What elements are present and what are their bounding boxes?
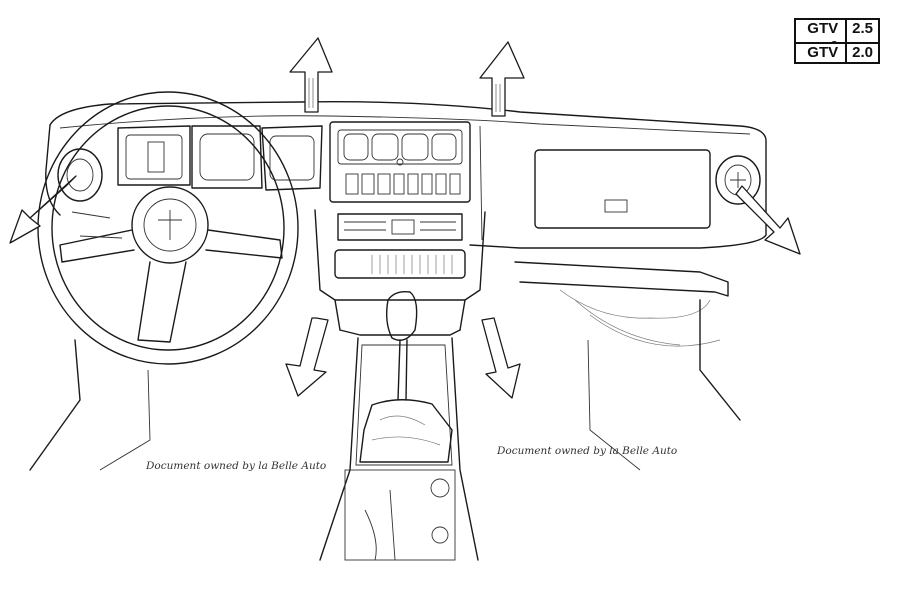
gear-lever [397,339,401,401]
watermark-left: Document owned by la Belle Auto [146,460,327,472]
left-side-vent[interactable] [57,148,103,202]
air-vent-arrow-icon [289,37,333,113]
steering-wheel-emblem-icon [158,210,182,240]
air-vent-arrow-icon [285,317,329,397]
transmission-tunnel [319,290,479,561]
floor-outline [29,299,741,471]
model-engine: 2.0 [852,44,873,61]
center-console [314,121,486,331]
model-engine: 2.5 [852,20,873,37]
air-vent-arrow-icon [479,41,525,117]
steering-wheel[interactable] [37,91,299,365]
air-vent-arrow-icon [9,175,77,244]
air-vent-arrow-icon [481,317,521,399]
gear-boot [359,399,453,463]
dashboard-outline [45,101,767,347]
gear-knob-icon[interactable] [385,290,418,341]
model-name: GTV [796,44,848,62]
instrument-cluster [117,125,323,191]
watermark-right: Document owned by la Belle Auto [497,445,678,457]
model-badge-gtv: GTV 2.0 [794,42,880,64]
air-vent-arrow-icon [735,185,801,255]
